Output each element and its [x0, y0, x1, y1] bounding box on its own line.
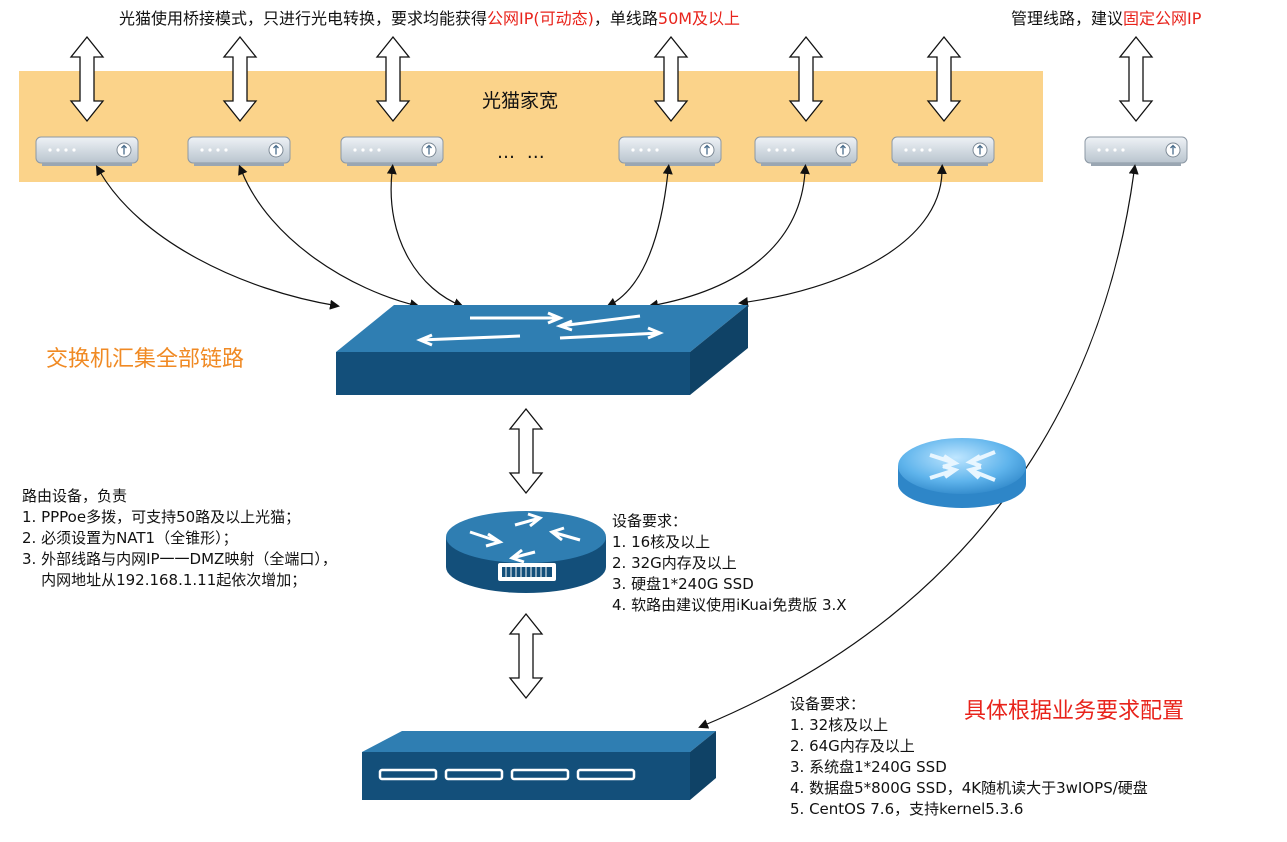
- router-requirement-item: 3. 硬盘1*240G SSD: [612, 575, 754, 593]
- server-icon: [362, 731, 716, 800]
- modem-ellipsis: … …: [497, 142, 548, 163]
- router-requirement-item: 2. 32G内存及以上: [612, 554, 737, 572]
- router-description: 路由设备，负责 1. PPPoe多拨，可支持50路及以上光猫； 2. 必须设置为…: [22, 486, 337, 591]
- switch-label: 交换机汇集全部链路: [46, 347, 245, 372]
- mgmt-note: 管理线路，建议固定公网IP: [1011, 9, 1201, 29]
- router-server-arrow: [509, 613, 543, 699]
- modem-band: [19, 71, 1043, 182]
- server-requirement-item: 5. CentOS 7.6，支持kernel5.3.6: [790, 800, 1024, 818]
- router-description-item: 内网地址从192.168.1.11起依次增加；: [22, 571, 307, 589]
- server-requirement-item: 1. 32核及以上: [790, 716, 889, 734]
- top-note-bandwidth: 50M及以上: [657, 9, 741, 28]
- router-requirements-title: 设备要求：: [612, 512, 688, 530]
- server-requirements: 设备要求： 1. 32核及以上 2. 64G内存及以上 3. 系统盘1*240G…: [790, 694, 1148, 820]
- router-requirements: 设备要求： 1. 16核及以上 2. 32G内存及以上 3. 硬盘1*240G …: [612, 511, 847, 616]
- server-requirements-title: 设备要求：: [790, 695, 866, 713]
- top-note-public-ip: 公网IP(可动态): [487, 9, 594, 28]
- router-requirement-item: 4. 软路由建议使用iKuai免费版 3.X: [612, 596, 847, 614]
- modem-band-title: 光猫家宽: [481, 90, 558, 112]
- mgmt-note-fixed-ip: 固定公网IP: [1123, 9, 1202, 28]
- switch-router-arrow: [509, 408, 543, 494]
- top-note: 光猫使用桥接模式，只进行光电转换，要求均能获得公网IP(可动态)，单线路50M及…: [119, 9, 740, 29]
- router-description-item: 3. 外部线路与内网IP一一DMZ映射（全端口），: [22, 550, 337, 568]
- server-requirement-item: 4. 数据盘5*800G SSD，4K随机读大于3wIOPS/硬盘: [790, 779, 1148, 797]
- modem-switch-links: [95, 164, 947, 310]
- router-description-title: 路由设备，负责: [22, 487, 128, 505]
- router-description-item: 2. 必须设置为NAT1（全锥形）；: [22, 529, 238, 547]
- mgmt-note-text: 管理线路，建议: [1011, 9, 1124, 28]
- server-requirement-item: 2. 64G内存及以上: [790, 737, 915, 755]
- switch-icon: [336, 305, 748, 395]
- router-requirement-item: 1. 16核及以上: [612, 533, 711, 551]
- server-note: 具体根据业务要求配置: [964, 699, 1185, 724]
- top-note-text: 光猫使用桥接模式，只进行光电转换，要求均能获得: [119, 9, 488, 28]
- round-router-icon: [898, 438, 1026, 508]
- router-icon: [446, 511, 606, 593]
- top-note-line: ，单线路: [593, 9, 658, 28]
- server-requirement-item: 3. 系统盘1*240G SSD: [790, 758, 947, 776]
- router-description-item: 1. PPPoe多拨，可支持50路及以上光猫；: [22, 508, 301, 526]
